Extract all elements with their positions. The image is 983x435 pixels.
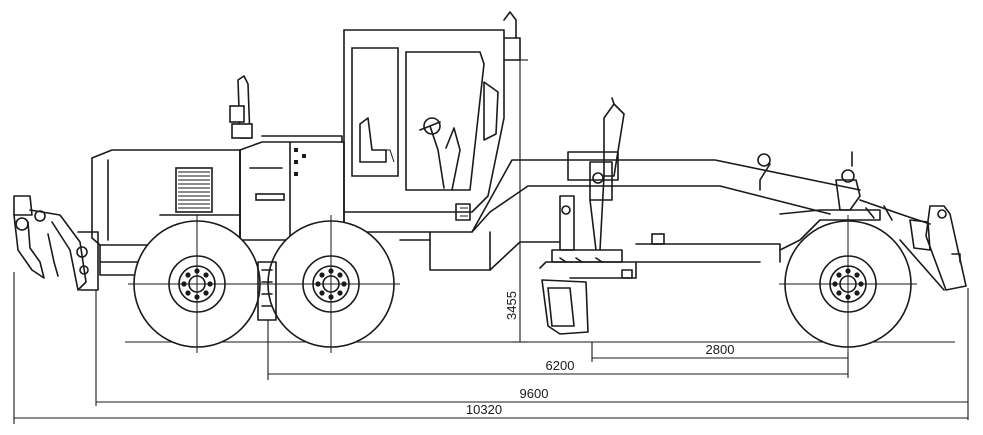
dimension-6200: 6200: [267, 320, 848, 380]
main-frame: [343, 159, 861, 271]
cab-window-rear: [351, 47, 399, 177]
cab-window-front: [405, 51, 485, 191]
rear-wheel-1: [128, 215, 266, 353]
dimension-9600: 9600: [95, 288, 969, 420]
dimension-9600-label: 9600: [520, 386, 549, 401]
radiator-grille: [175, 167, 213, 213]
dimension-height: 3455: [504, 59, 528, 343]
dimension-10320-label: 10320: [466, 402, 502, 417]
front-push-plate: [899, 205, 967, 291]
front-wheel: [779, 215, 917, 353]
dimension-height-label: 3455: [504, 291, 519, 320]
dimension-6200-label: 6200: [546, 358, 575, 373]
dimension-10320: 10320: [13, 272, 968, 424]
dimension-2800: 2800: [591, 342, 849, 378]
tandem-bogie: [257, 261, 277, 321]
operator-cab: [343, 11, 521, 221]
rear-wheel-2: [262, 215, 400, 353]
moldboard-blade: [539, 233, 781, 335]
rear-ripper: [13, 195, 99, 291]
blade-lift-mechanism: [551, 97, 625, 263]
exhaust-stack: [229, 75, 253, 139]
steering-wheel: [423, 117, 441, 135]
dimension-2800-label: 2800: [706, 342, 735, 357]
